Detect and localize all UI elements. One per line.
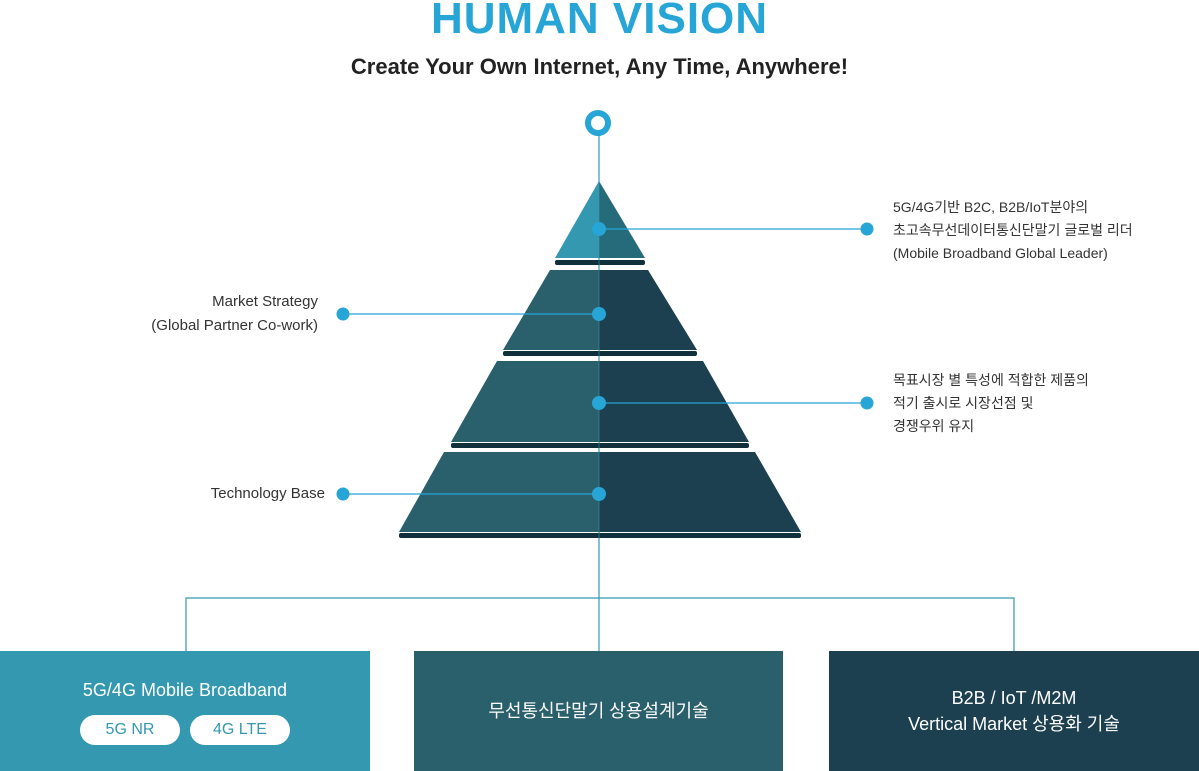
box-title: 5G/4G Mobile Broadband (82, 680, 288, 700)
pyramid-tier-1 (555, 181, 645, 265)
label-line: 목표시장 별 특성에 적합한 제품의 (893, 372, 1089, 388)
label-line: (Global Partner Co-work) (151, 317, 318, 334)
box-title: 무선통신단말기 상용설계기술 (488, 701, 709, 721)
pyramid-tier-3 (451, 361, 749, 448)
tag-5g-nr: 5G NR (80, 715, 180, 745)
label-line: (Mobile Broadband Global Leader) (893, 245, 1108, 261)
pyramid-tier-2 (503, 270, 697, 356)
label-market-strategy: Market Strategy (Global Partner Co-work) (151, 290, 318, 338)
label-line: 초고속무선데이터통신단말기 글로벌 리더 (893, 222, 1133, 238)
tag-4g-lte: 4G LTE (190, 715, 290, 745)
label-line: 적기 출시로 시장선점 및 (893, 395, 1034, 411)
marker-dots (336, 222, 874, 501)
label-line: Market Strategy (212, 293, 318, 310)
page-title: HUMAN VISION (430, 0, 769, 43)
label-global-leader: 5G/4G기반 B2C, B2B/IoT분야의 초고속무선데이터통신단말기 글로… (893, 196, 1133, 265)
box-design-tech: 무선통신단말기 상용설계기술 (414, 651, 783, 771)
label-line: 5G/4G기반 B2C, B2B/IoT분야의 (893, 199, 1089, 215)
box-vertical-market: B2B / IoT /M2M Vertical Market 상용화 기술 (829, 651, 1199, 771)
box-title-line: B2B / IoT /M2M (951, 688, 1077, 708)
label-line: 경쟁우위 유지 (893, 418, 975, 434)
top-ring-icon (585, 110, 611, 136)
box-title-line: Vertical Market 상용화 기술 (908, 714, 1120, 734)
box-mobile-broadband: 5G/4G Mobile Broadband 5G NR 4G LTE (0, 651, 370, 771)
label-technology-base: Technology Base (210, 485, 325, 502)
label-market-lead: 목표시장 별 특성에 적합한 제품의 적기 출시로 시장선점 및 경쟁우위 유지 (893, 369, 1089, 438)
pyramid-tier-4 (399, 452, 801, 538)
page-subtitle: Create Your Own Internet, Any Time, Anyw… (350, 54, 849, 79)
